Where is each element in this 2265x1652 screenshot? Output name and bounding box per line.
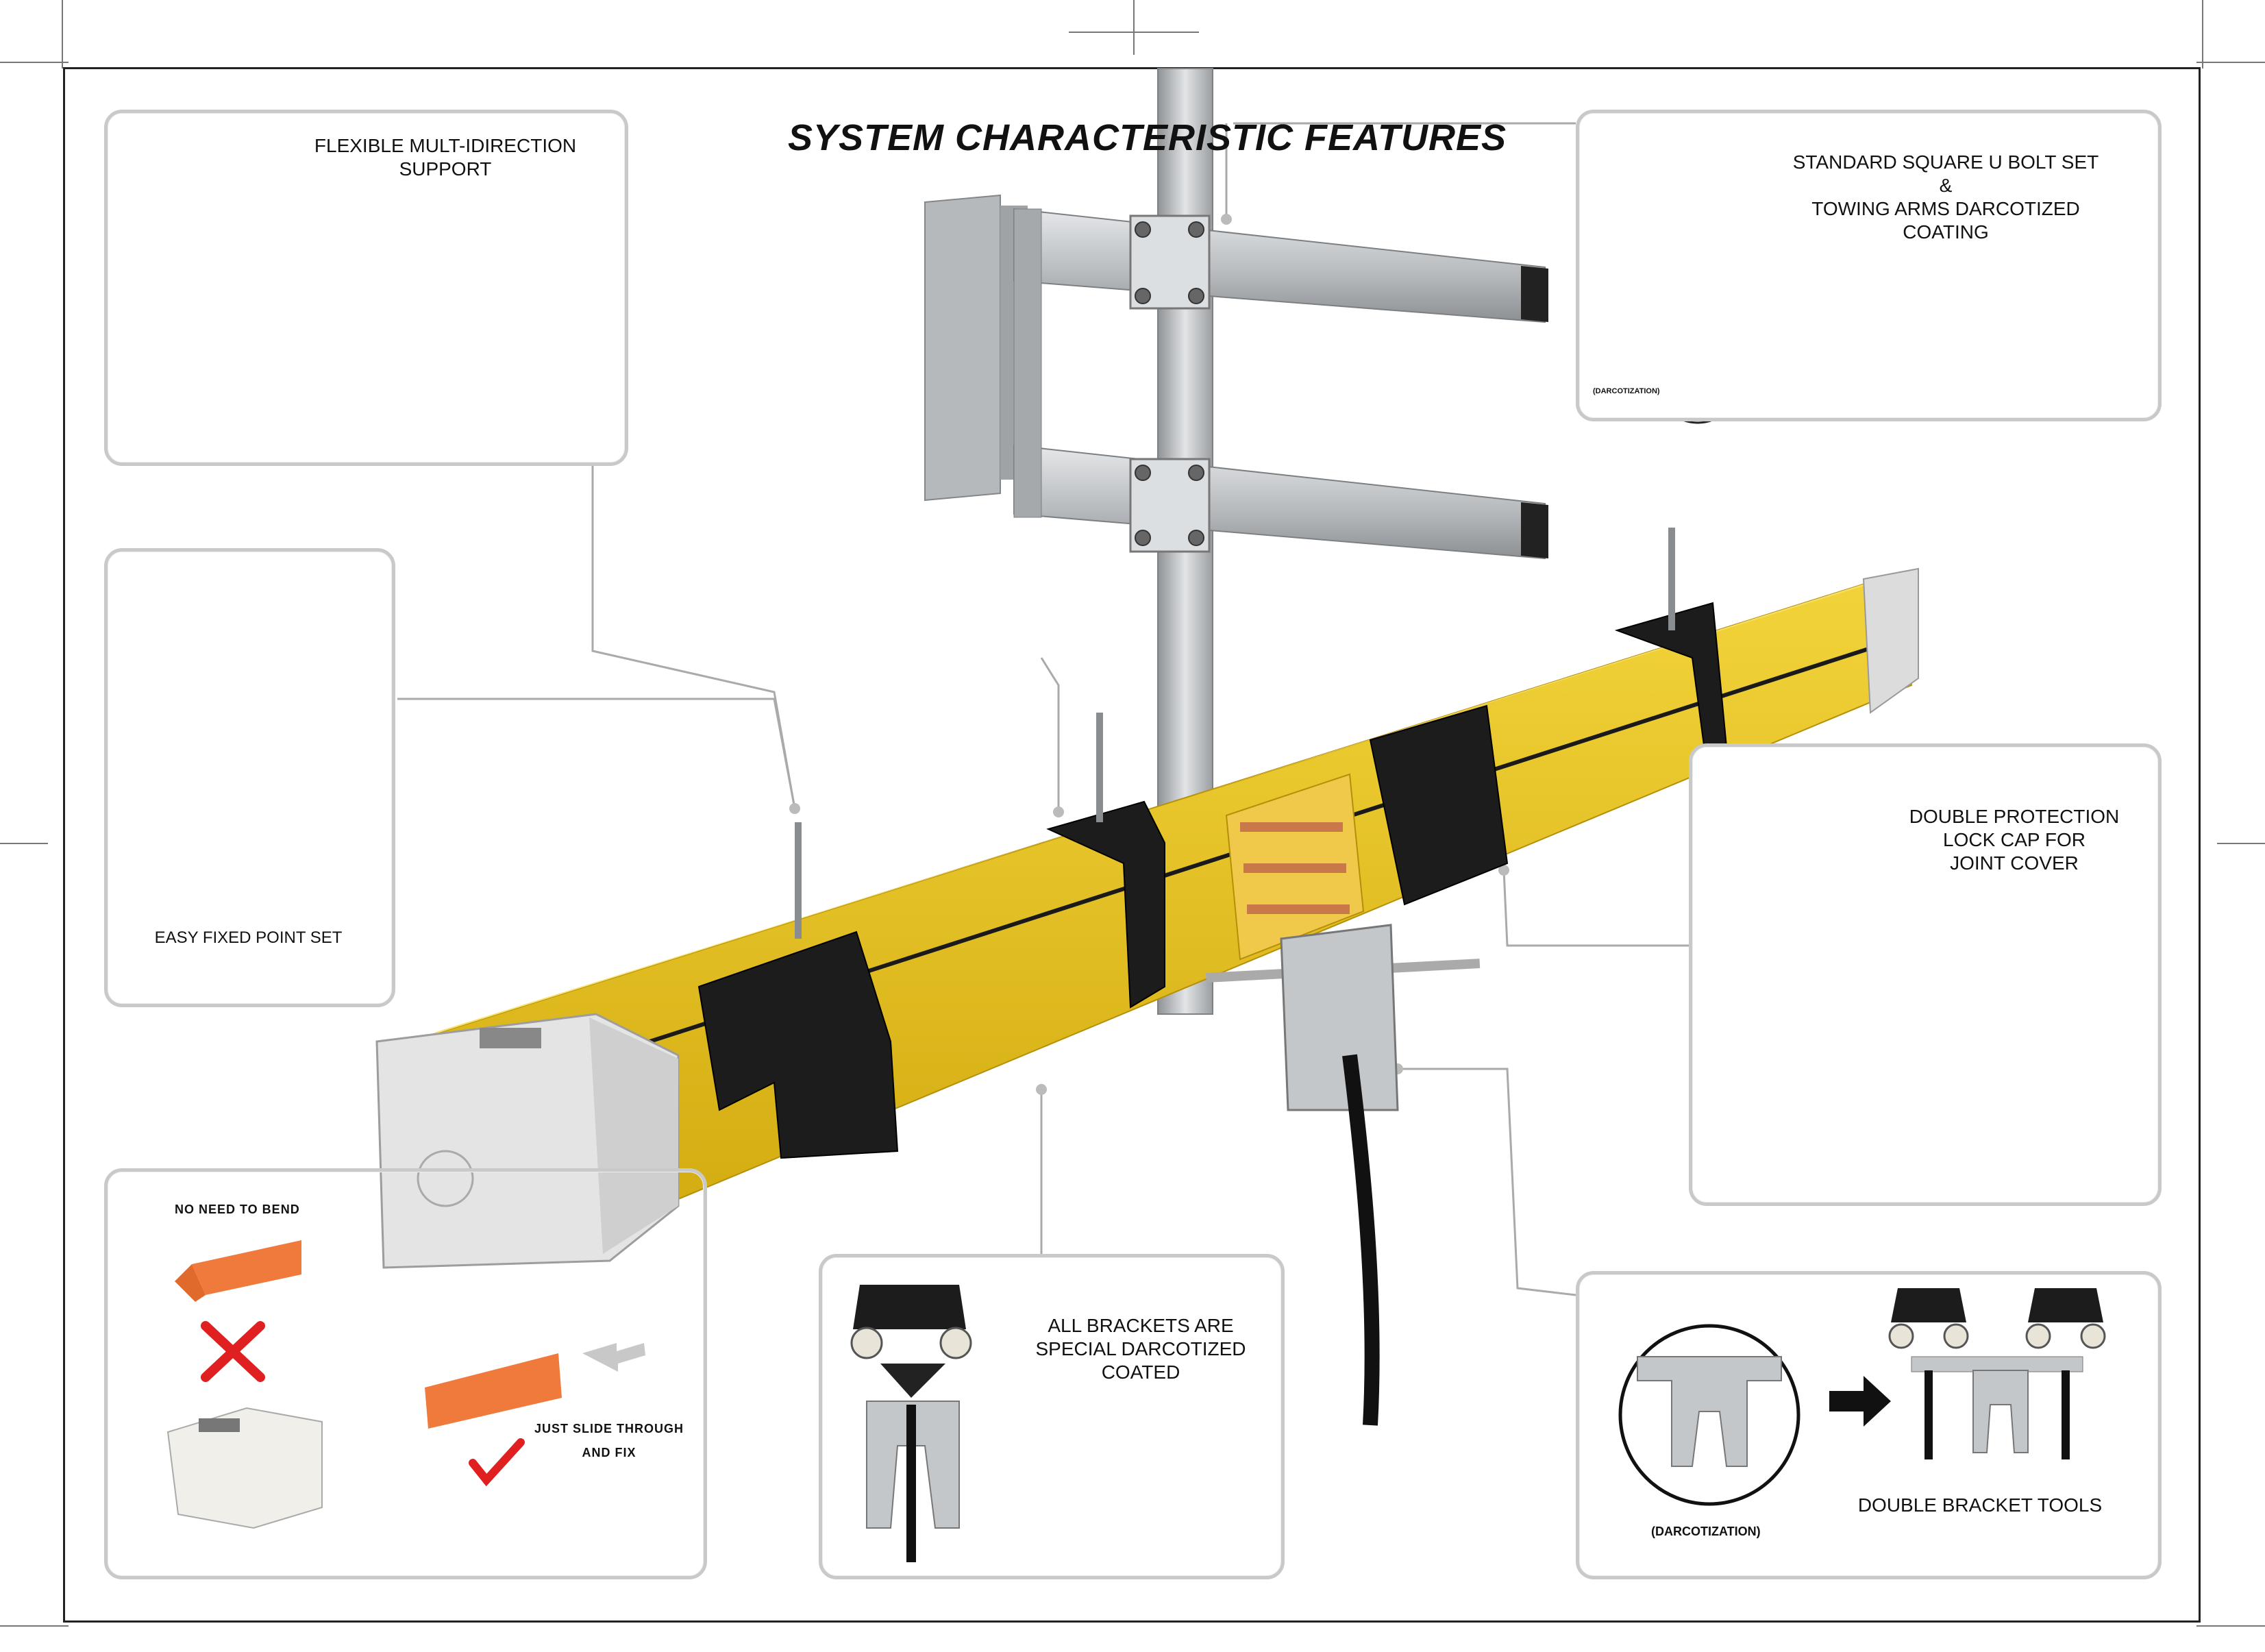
protection-label: DOUBLE PROTECTION LOCK CAP FOR JOINT COV… bbox=[1909, 806, 2120, 874]
rail-hangers bbox=[697, 602, 1728, 1159]
wall-plate bbox=[924, 194, 1001, 502]
page-title: SYSTEM CHARACTERISTIC FEATURES bbox=[788, 117, 1507, 158]
crop-mark bbox=[2217, 843, 2265, 844]
crop-mark bbox=[0, 1625, 69, 1627]
flexible-support-label: FLEXIBLE MULT-IDIRECTION SUPPORT bbox=[314, 135, 577, 180]
brackets-panel bbox=[819, 1254, 1285, 1579]
flat-plate-icon bbox=[425, 1353, 562, 1429]
towing-arm-upper bbox=[1013, 208, 1546, 323]
crop-mark bbox=[2196, 1625, 2265, 1627]
crop-mark bbox=[62, 0, 63, 69]
double-bracket-label: DOUBLE BRACKET TOOLS bbox=[1857, 1494, 2103, 1516]
cross-icon bbox=[201, 1321, 265, 1382]
protection-panel bbox=[1689, 743, 2162, 1206]
brackets-label: ALL BRACKETS ARE SPECIAL DARCOTIZED COAT… bbox=[1035, 1315, 1246, 1383]
fixed-point-panel bbox=[104, 548, 395, 1007]
crop-mark bbox=[2202, 0, 2203, 69]
crop-mark bbox=[1133, 0, 1135, 55]
crop-mark bbox=[0, 843, 48, 844]
right-arrow-icon bbox=[1829, 1376, 1891, 1427]
end-cap-panel bbox=[104, 1168, 707, 1579]
u-bolt-tag: (DARCOTIZATION) bbox=[1593, 387, 1660, 395]
rail-end-cap-right bbox=[1862, 567, 1919, 714]
double-bracket-tag: (DARCOTIZATION) bbox=[1651, 1525, 1761, 1538]
collector-head-left-icon bbox=[1891, 1288, 1966, 1322]
bracket-icon bbox=[866, 1401, 960, 1529]
double-bracket-panel bbox=[1576, 1271, 2162, 1579]
left-arrow-icon bbox=[582, 1343, 645, 1372]
bent-plate-icon bbox=[192, 1240, 301, 1295]
slide-through-label: JUST SLIDE THROUGH AND FIX bbox=[534, 1422, 684, 1459]
collector-bracket bbox=[1280, 924, 1399, 1111]
fixed-point-label: EASY FIXED POINT SET bbox=[154, 928, 343, 947]
crop-mark bbox=[2196, 62, 2265, 63]
check-icon bbox=[469, 1438, 525, 1487]
no-bend-label: NO NEED TO BEND bbox=[175, 1203, 300, 1216]
collector-head-right-icon bbox=[2028, 1288, 2103, 1322]
threaded-rods bbox=[795, 528, 1675, 939]
crop-mark bbox=[0, 62, 69, 63]
collector-head-icon bbox=[853, 1285, 966, 1329]
flexible-support-panel bbox=[104, 110, 628, 466]
page-frame bbox=[63, 67, 2201, 1623]
towing-arm-lower bbox=[1013, 444, 1546, 560]
u-bolt-label: STANDARD SQUARE U BOLT SET & TOWING ARMS… bbox=[1792, 151, 2099, 243]
end-box-icon bbox=[166, 1407, 323, 1529]
collector-cable bbox=[1342, 1054, 1380, 1426]
u-bolt-panel bbox=[1576, 110, 2162, 421]
